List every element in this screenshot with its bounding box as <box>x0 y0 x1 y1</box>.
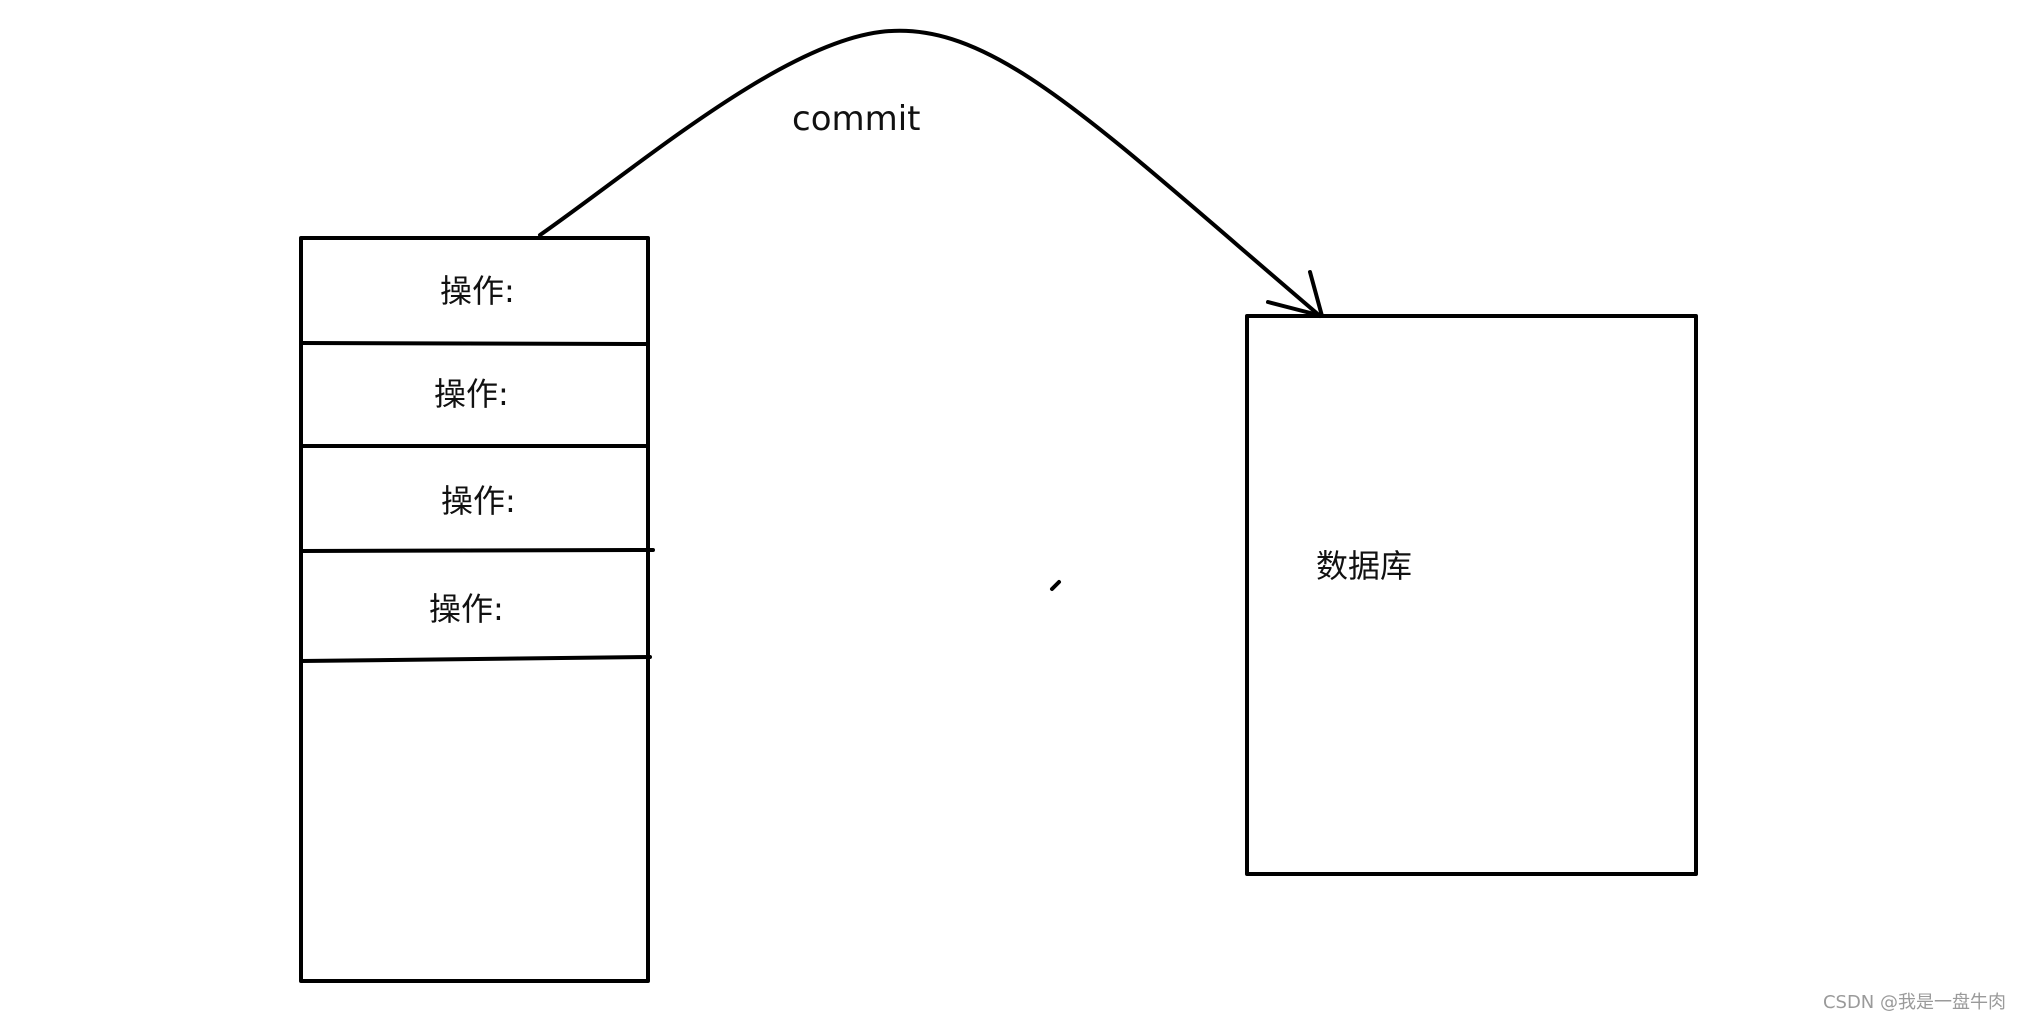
operation-divider-3 <box>299 548 655 553</box>
operations-stack-border <box>299 236 650 983</box>
commit-label: commit <box>792 99 921 139</box>
stray-mark <box>1050 580 1061 591</box>
operation-label-4: 操作: <box>429 590 504 628</box>
operation-divider-1 <box>299 341 650 346</box>
database-box-border <box>1245 314 1698 876</box>
commit-arrow-curve <box>538 28 1322 318</box>
watermark: CSDN @我是一盘牛肉 <box>1823 992 2006 1013</box>
commit-arrow: commit <box>538 28 1324 318</box>
operation-label-2: 操作: <box>434 375 509 413</box>
operations-stack: 操作: 操作: 操作: 操作: <box>299 236 655 983</box>
commit-arrowhead <box>1266 270 1324 318</box>
operation-divider-4 <box>299 655 652 663</box>
operation-label-3: 操作: <box>441 482 516 520</box>
database-label: 数据库 <box>1316 547 1412 585</box>
database-box: 数据库 <box>1245 314 1698 876</box>
operation-label-1: 操作: <box>440 272 515 310</box>
